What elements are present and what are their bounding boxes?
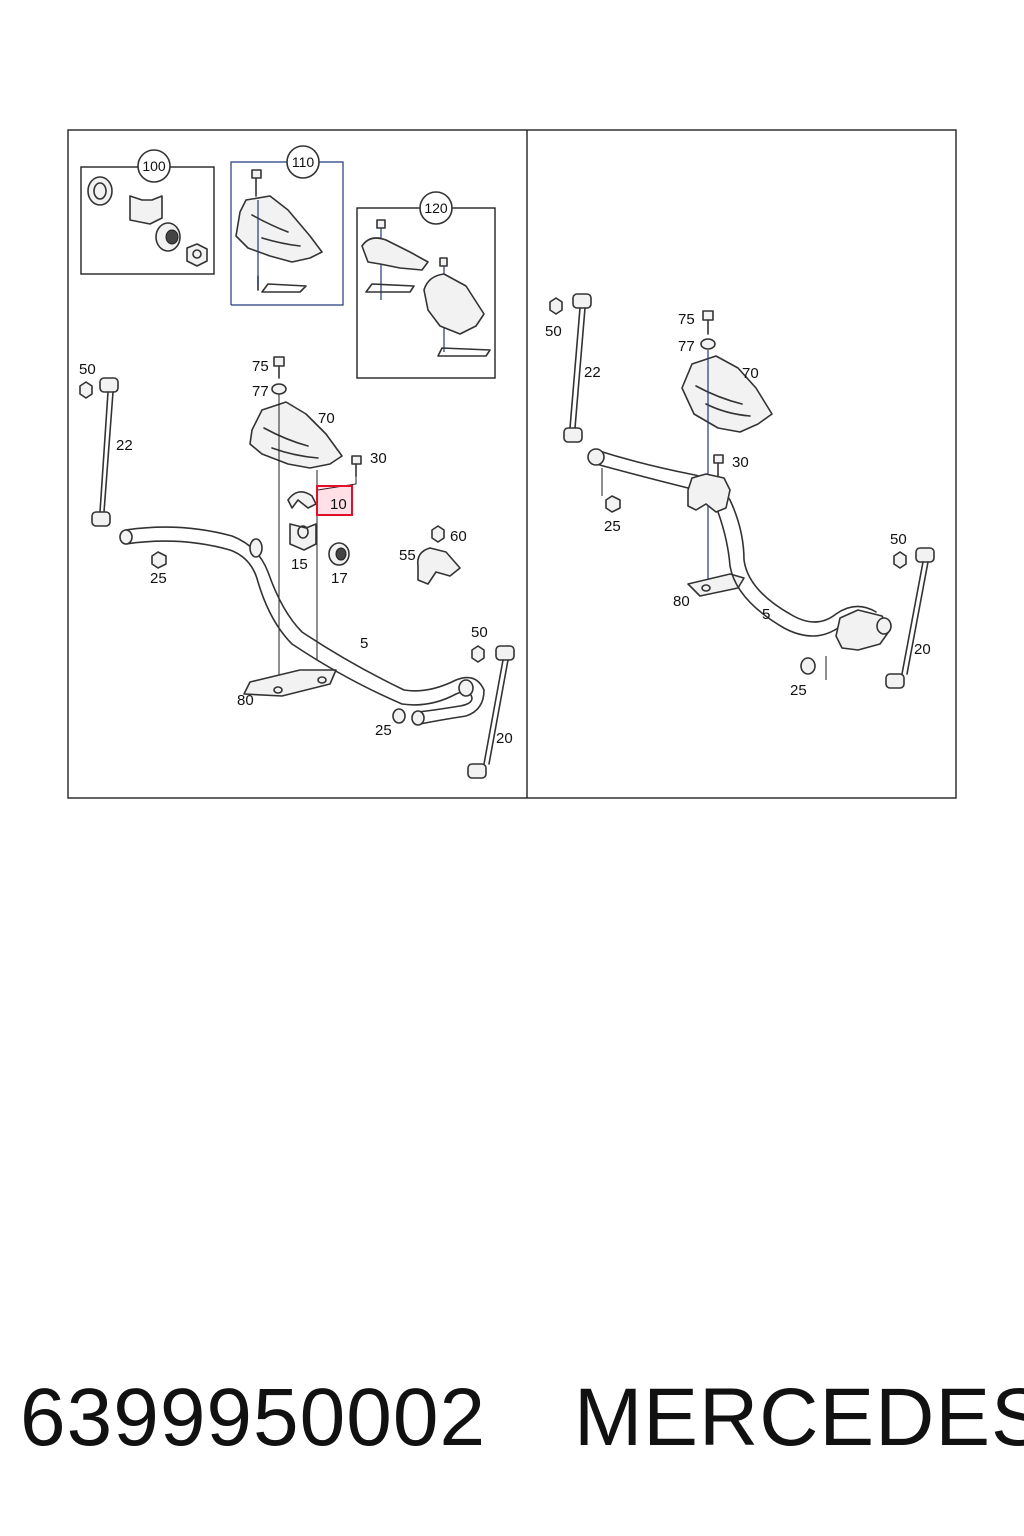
label-22: 22 — [116, 437, 133, 454]
label-r-50-b: 50 — [890, 531, 907, 548]
label-r-30: 30 — [732, 454, 749, 471]
callout-120 — [419, 191, 453, 225]
label-r-5: 5 — [762, 606, 770, 623]
label-80: 80 — [237, 692, 254, 709]
right-link-20 — [885, 547, 935, 689]
label-20: 20 — [496, 730, 513, 747]
label-50-b: 50 — [471, 624, 488, 641]
label-r-25-a: 25 — [604, 518, 621, 535]
left-panel: 100 110 120 — [79, 145, 515, 779]
callout-100 — [137, 149, 171, 183]
label-r-77: 77 — [678, 338, 695, 355]
highlight-part-10 — [316, 485, 353, 516]
label-17: 17 — [331, 570, 348, 587]
label-25-a: 25 — [150, 570, 167, 587]
callout-100-label: 100 — [142, 158, 166, 174]
inset-100: 100 — [80, 149, 215, 275]
brand-caption: MERCEDES — [574, 1372, 1024, 1463]
callout-110 — [286, 145, 320, 179]
label-30: 30 — [370, 450, 387, 467]
inset-120: 120 — [356, 191, 496, 379]
right-link-22 — [549, 293, 592, 443]
label-5: 5 — [360, 635, 368, 652]
left-clamp-55 — [416, 525, 461, 585]
label-50-a: 50 — [79, 361, 96, 378]
right-panel: 50 22 75 77 70 30 25 80 5 50 20 25 — [545, 293, 935, 699]
label-r-20: 20 — [914, 641, 931, 658]
left-sway-bar — [119, 526, 485, 726]
label-10: 10 — [330, 496, 347, 513]
label-55: 55 — [399, 547, 416, 564]
label-75: 75 — [252, 358, 269, 375]
right-shield-group — [681, 310, 773, 597]
label-r-25-b: 25 — [790, 682, 807, 699]
left-shield-group — [243, 356, 362, 697]
label-70: 70 — [318, 410, 335, 427]
inset-110: 110 — [230, 145, 344, 306]
callout-110-label: 110 — [292, 154, 315, 170]
inset-100-parts — [87, 176, 208, 267]
label-60: 60 — [450, 528, 467, 545]
label-r-22: 22 — [584, 364, 601, 381]
callout-120-label: 120 — [424, 200, 448, 216]
left-link-20 — [467, 645, 515, 779]
label-r-70: 70 — [742, 365, 759, 382]
label-r-80: 80 — [673, 593, 690, 610]
label-r-50-a: 50 — [545, 323, 562, 340]
diagram-frame — [67, 129, 957, 799]
left-link-22 — [79, 377, 119, 527]
label-15: 15 — [291, 556, 308, 573]
label-25-b: 25 — [375, 722, 392, 739]
part-number-caption: 6399950002 — [20, 1372, 487, 1463]
right-sway-bar — [587, 448, 892, 680]
label-77: 77 — [252, 383, 269, 400]
label-r-75: 75 — [678, 311, 695, 328]
